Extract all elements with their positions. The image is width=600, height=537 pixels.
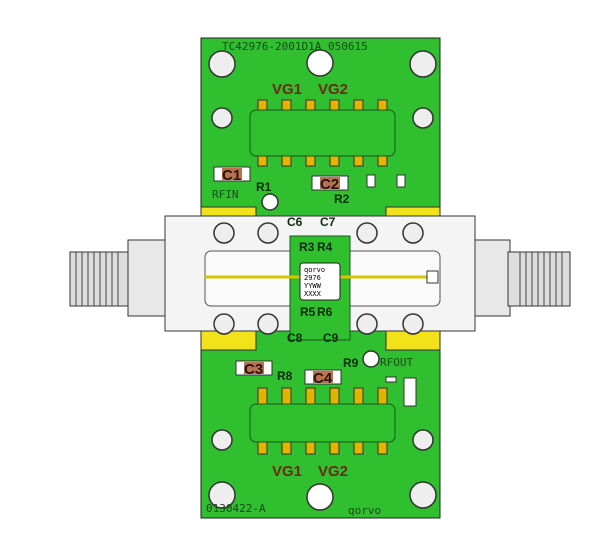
ref-r3: R3 bbox=[299, 240, 315, 254]
vg1-top-label: VG1 bbox=[272, 81, 302, 98]
ref-c8: C8 bbox=[287, 331, 303, 345]
dc-header-bottom[interactable] bbox=[249, 387, 396, 455]
ref-r1: R1 bbox=[256, 180, 272, 194]
svg-text:C2: C2 bbox=[320, 176, 339, 193]
capacitor-c3: C3 bbox=[235, 360, 273, 378]
qorvo-logo: qorvo bbox=[348, 504, 381, 517]
top-marking: TC42976-2001D1A 050615 bbox=[222, 40, 368, 53]
bottom-marking: 0130422-A bbox=[206, 502, 266, 515]
vg2-bottom-label: VG2 bbox=[318, 463, 348, 480]
ref-r6: R6 bbox=[317, 305, 333, 319]
vg2-top-label: VG2 bbox=[318, 81, 348, 98]
svg-text:qorvo: qorvo bbox=[304, 266, 325, 274]
rfout-label: RFOUT bbox=[380, 356, 413, 369]
capacitor-c2: C2 bbox=[311, 175, 349, 193]
housing-screws bbox=[213, 222, 424, 335]
ref-c7: C7 bbox=[320, 215, 336, 229]
ref-r8: R8 bbox=[277, 369, 293, 383]
rf-output-connector bbox=[469, 239, 571, 317]
rf-input-connector bbox=[69, 239, 169, 317]
ref-r2: R2 bbox=[334, 192, 350, 206]
vg1-bottom-label: VG1 bbox=[272, 463, 302, 480]
capacitor-c1: C1 bbox=[213, 166, 251, 184]
ref-r4: R4 bbox=[317, 240, 333, 254]
svg-text:XXXX: XXXX bbox=[304, 290, 322, 298]
svg-text:2976: 2976 bbox=[304, 274, 321, 282]
ref-r5: R5 bbox=[300, 305, 316, 319]
ref-c9: C9 bbox=[323, 331, 339, 345]
amplifier-chip: qorvo 2976 YYWW XXXX bbox=[299, 262, 341, 301]
dc-header-top[interactable] bbox=[249, 99, 396, 167]
rfin-label: RFIN bbox=[212, 188, 239, 201]
svg-text:C1: C1 bbox=[222, 167, 241, 184]
svg-text:C4: C4 bbox=[313, 370, 333, 387]
capacitor-c4: C4 bbox=[304, 369, 342, 387]
svg-text:YYWW: YYWW bbox=[304, 282, 322, 290]
mounting-holes bbox=[208, 49, 437, 511]
svg-text:C3: C3 bbox=[244, 361, 263, 378]
ref-r9: R9 bbox=[343, 356, 359, 370]
ref-c6: C6 bbox=[287, 215, 303, 229]
